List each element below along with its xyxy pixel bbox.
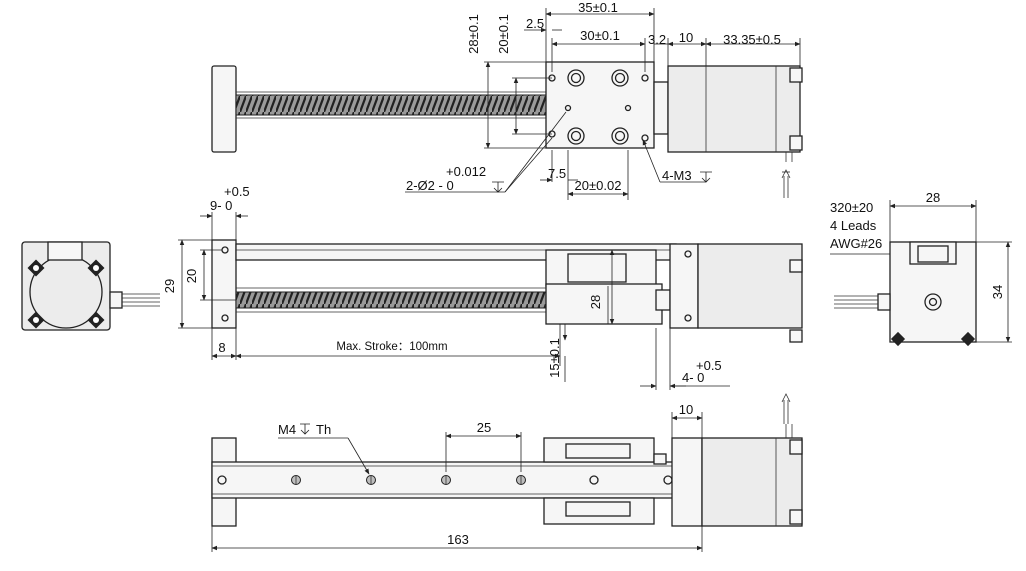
label-35: 35±0.1 [578, 0, 618, 15]
side-view [178, 212, 803, 390]
label-m4: M4 [278, 422, 296, 437]
label-2-5: 2.5 [526, 16, 544, 31]
coupling-top [653, 81, 669, 135]
dimension-labels: 35±0.1 2.5 30±0.1 3.2 10 33.35±0.5 28±0.… [162, 0, 1005, 547]
left-end-view [21, 241, 160, 331]
label-20-002: 20±0.02 [575, 178, 622, 193]
label-3-2: 3.2 [648, 32, 666, 47]
label-33-35: 33.35±0.5 [723, 32, 781, 47]
top-view [211, 8, 803, 200]
end-block-left [211, 65, 237, 153]
motor-bottom [701, 437, 803, 527]
label-4-0: 4- 0 [682, 370, 704, 385]
slider-nut [545, 283, 663, 325]
label-25: 25 [477, 420, 491, 435]
label-max-stroke: Max. Stroke：100mm [336, 341, 447, 353]
bottom-end-right [671, 437, 703, 527]
label-28-mid: 28 [588, 295, 603, 309]
label-29: 29 [162, 279, 177, 293]
label-20-side: 20 [184, 269, 199, 283]
depth-symbols [300, 171, 712, 435]
bottom-view [211, 393, 803, 552]
label-10-bottom: 10 [679, 402, 693, 417]
label-20-vertical: 20±0.1 [496, 14, 511, 54]
label-lead-count: 4 Leads [830, 218, 877, 233]
label-awg: AWG#26 [830, 236, 882, 251]
label-163: 163 [447, 532, 469, 547]
label-28-right: 28 [926, 190, 940, 205]
label-28-vertical: 28±0.1 [466, 14, 481, 54]
lead-screw-top [235, 94, 549, 116]
label-30: 30±0.1 [580, 28, 620, 43]
carriage-block [545, 61, 655, 149]
label-hole-2phi2: 2-Ø2 - 0 [406, 178, 454, 193]
label-15: 15±0.1 [547, 338, 562, 378]
label-tolerance-0012: +0.012 [446, 164, 486, 179]
base-rail [211, 461, 703, 499]
label-th: Th [316, 422, 331, 437]
label-34: 34 [990, 285, 1005, 299]
label-10-top: 10 [679, 30, 693, 45]
label-9-0: 9- 0 [210, 198, 232, 213]
label-8: 8 [218, 340, 225, 355]
label-tolerance-05-a: +0.5 [224, 184, 250, 199]
lead-screw-side [235, 291, 549, 309]
motor-side [697, 243, 803, 329]
motor-top [667, 65, 801, 153]
right-end-view [830, 200, 1012, 347]
label-7-5: 7.5 [548, 166, 566, 181]
end-plate-right [669, 243, 699, 329]
label-lead-length: 320±20 [830, 200, 873, 215]
end-plate-left [211, 239, 237, 329]
label-4-m3: 4-M3 [662, 168, 692, 183]
label-tolerance-05-b: +0.5 [696, 358, 722, 373]
